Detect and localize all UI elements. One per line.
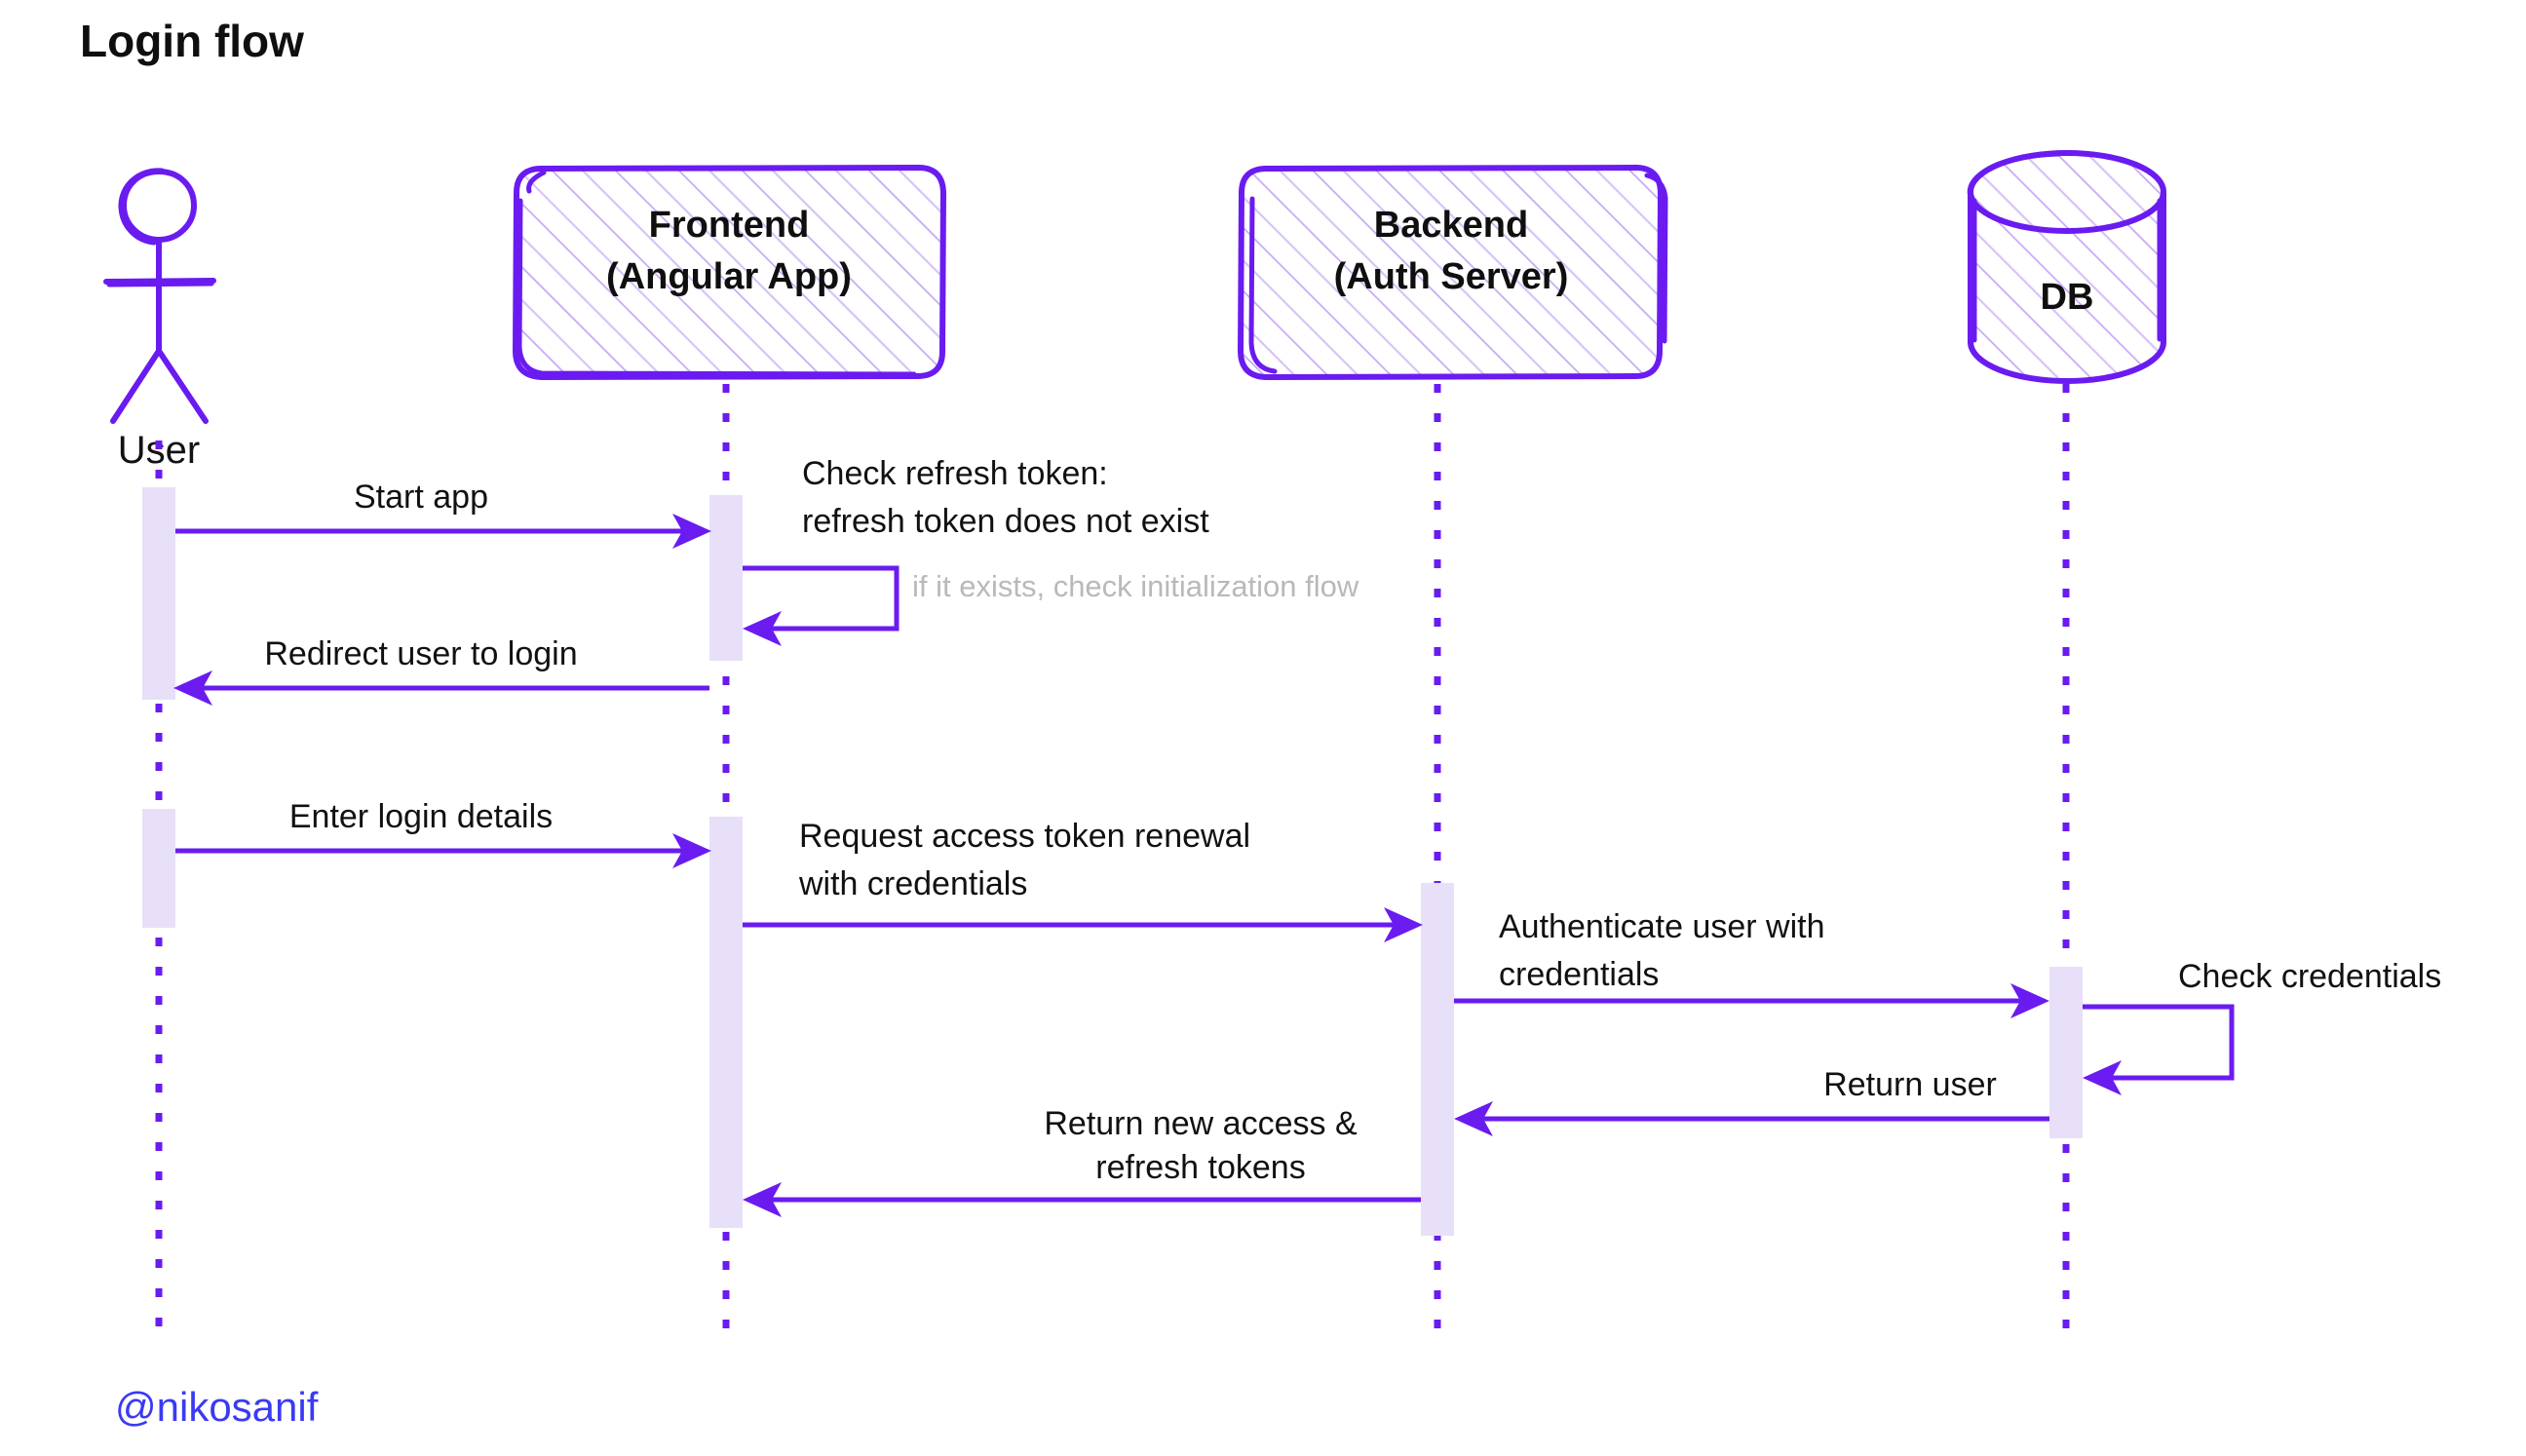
backend-box-outline-overstroke <box>1248 172 1668 374</box>
user-leg-right <box>156 348 209 424</box>
db-cylinder-top-overstroke <box>1967 151 2061 207</box>
arrow-head-m7 <box>2083 1060 2122 1095</box>
participant-db: DB <box>1967 150 2166 384</box>
message-label-m4: Enter login details <box>289 798 553 835</box>
message-line-m7-self-loop <box>2083 1004 2235 1081</box>
message-label-m2-line1: Check refresh token: <box>802 455 1108 492</box>
participant-label-backend-line2: (Auth Server) <box>1334 256 1569 297</box>
activation-db-1 <box>2049 967 2083 1138</box>
user-head-sketch-overstroke <box>118 168 165 246</box>
frontend-box-outline-overstroke <box>517 170 917 377</box>
participant-label-frontend-line1: Frontend <box>649 205 810 246</box>
message-label-m5-line2: with credentials <box>798 865 1027 902</box>
arrow-head-m9 <box>743 1182 782 1217</box>
participant-label-user: User <box>118 429 200 472</box>
participant-label-db: DB <box>2041 277 2094 318</box>
message-label-m2-line2: refresh token does not exist <box>802 503 1209 540</box>
user-leg-left <box>110 348 162 424</box>
message-start-app: Start app <box>175 479 711 549</box>
activation-frontend-2 <box>709 817 743 1228</box>
db-cylinder-side-overstroke <box>1971 198 2162 343</box>
arrow-head-m6 <box>2010 983 2049 1018</box>
frontend-box-outline <box>513 165 946 380</box>
message-check-credentials: Check credentials <box>2083 958 2441 1095</box>
participant-user: User <box>103 168 216 472</box>
participant-frontend: Frontend (Angular App) <box>513 165 946 380</box>
db-cylinder-hatching <box>1971 153 2163 381</box>
message-label-m6-line2: credentials <box>1499 956 1659 993</box>
arrow-head-m4 <box>672 833 711 868</box>
arrow-head-m5 <box>1384 907 1423 942</box>
message-line-m2-self-loop <box>743 565 899 632</box>
activation-user-2 <box>142 809 175 928</box>
author-signature: @nikosanif <box>115 1384 319 1430</box>
message-label-m3: Redirect user to login <box>264 635 577 672</box>
arrow-head-m1 <box>672 514 711 549</box>
message-label-m9-line2: refresh tokens <box>1095 1149 1305 1186</box>
arrow-head-m8 <box>1454 1101 1493 1136</box>
message-redirect-user-to-login: Redirect user to login <box>173 635 709 706</box>
backend-box-hatching <box>1240 168 1661 377</box>
message-label-m6-line1: Authenticate user with <box>1499 908 1825 945</box>
activation-backend-1 <box>1421 883 1454 1236</box>
activation-user-1 <box>142 487 175 700</box>
message-label-m9-line1: Return new access & <box>1044 1105 1358 1142</box>
participant-label-backend-line1: Backend <box>1374 205 1528 246</box>
user-head-icon <box>121 169 197 243</box>
arrow-head-m3 <box>173 671 212 706</box>
page-title: Login flow <box>80 16 304 66</box>
message-return-user: Return user <box>1454 1066 2049 1136</box>
participant-label-frontend-line2: (Angular App) <box>606 256 852 297</box>
message-note-m2: if it exists, check initialization flow <box>912 569 1359 603</box>
frontend-box-hatching <box>515 168 943 377</box>
message-label-m7: Check credentials <box>2178 958 2441 995</box>
participant-backend: Backend (Auth Server) <box>1238 165 1668 380</box>
activation-frontend-1 <box>709 495 743 661</box>
message-return-new-tokens: Return new access & refresh tokens <box>743 1105 1421 1217</box>
arrow-head-m2 <box>743 611 782 646</box>
user-arms <box>103 278 216 285</box>
message-enter-login-details: Enter login details <box>175 798 711 868</box>
message-request-access-token-renewal: Request access token renewal with creden… <box>743 818 1423 942</box>
message-label-m8: Return user <box>1823 1066 1997 1103</box>
message-label-m5-line1: Request access token renewal <box>799 818 1250 855</box>
db-cylinder-body <box>1968 189 2166 384</box>
user-arms-overstroke <box>106 281 214 287</box>
message-check-refresh-token: Check refresh token: refresh token does … <box>743 455 1359 646</box>
message-label-m1: Start app <box>354 479 488 516</box>
message-authenticate-user-with-credentials: Authenticate user with credentials <box>1454 908 2049 1018</box>
